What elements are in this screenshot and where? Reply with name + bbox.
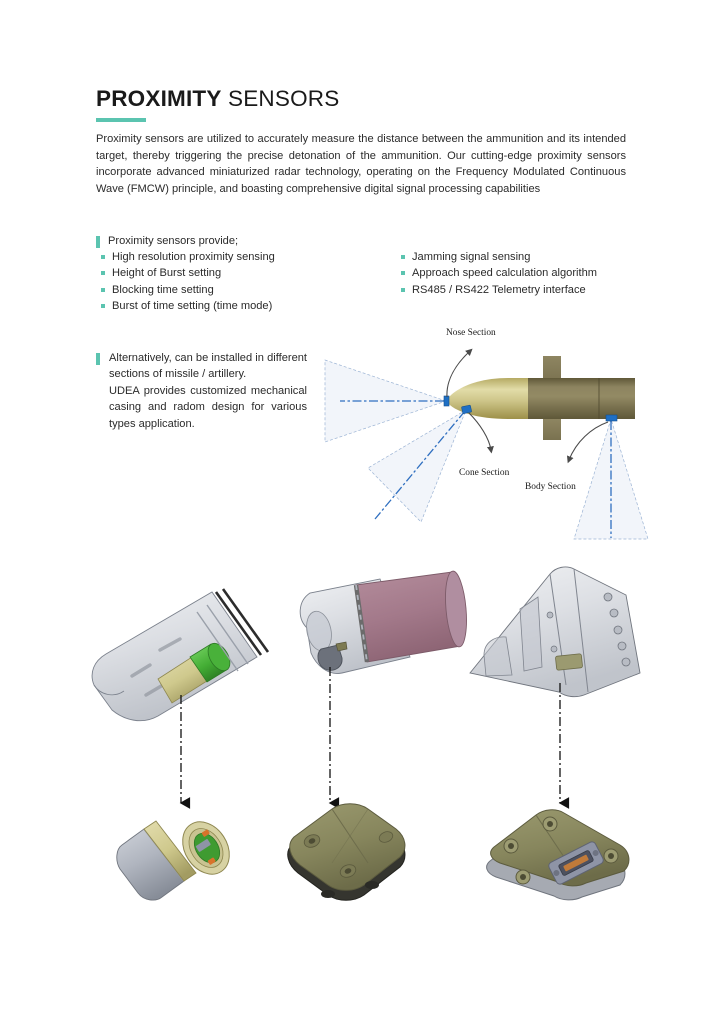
missile-nose bbox=[446, 378, 528, 419]
cone-sensor-marker bbox=[461, 404, 472, 414]
nose-beam-cone bbox=[324, 359, 448, 443]
page-title: PROXIMITY SENSORS bbox=[96, 86, 636, 122]
list-item: Blocking time setting bbox=[96, 282, 275, 298]
features-list-right: Jamming signal sensing Approach speed ca… bbox=[396, 249, 597, 298]
list-item: RS485 / RS422 Telemetry interface bbox=[396, 282, 597, 298]
title-accent-rule bbox=[96, 118, 146, 122]
sensor-variants-figure bbox=[80, 545, 680, 905]
body-leader-line bbox=[566, 421, 609, 464]
list-item: Jamming signal sensing bbox=[396, 249, 597, 265]
list-item: High resolution proximity sensing bbox=[96, 249, 275, 265]
page-title-strong: PROXIMITY bbox=[96, 86, 222, 111]
alternative-paragraph-1: Alternatively, can be installed in diffe… bbox=[109, 352, 307, 381]
intro-paragraph: Proximity sensors are utilized to accura… bbox=[96, 133, 626, 195]
missile-fin bbox=[543, 356, 561, 440]
features-heading: Proximity sensors provide; bbox=[96, 233, 238, 249]
connector-port bbox=[548, 841, 604, 885]
cone-sensor-module-render bbox=[287, 803, 406, 901]
cone-leader-line bbox=[468, 412, 494, 454]
body-sensor-marker bbox=[605, 414, 618, 422]
features-list-left: High resolution proximity sensing Height… bbox=[96, 249, 275, 315]
page-title-text: PROXIMITY SENSORS bbox=[96, 86, 636, 112]
body-beam-cone bbox=[573, 417, 649, 540]
list-item: Burst of time setting (time mode) bbox=[96, 298, 275, 314]
nose-cone-assembly-render bbox=[91, 588, 270, 809]
list-item: Height of Burst setting bbox=[96, 265, 275, 281]
body-sensor-module-render bbox=[486, 809, 630, 901]
body-section-label: Body Section bbox=[525, 482, 576, 492]
page-title-light: SENSORS bbox=[221, 86, 340, 111]
missile-section-diagram: Nose Section Cone Section Body Section bbox=[318, 320, 668, 550]
list-item: Approach speed calculation algorithm bbox=[396, 265, 597, 281]
nose-section-label: Nose Section bbox=[446, 328, 496, 338]
body-fin-assembly-render bbox=[469, 566, 641, 809]
cone-section-label: Cone Section bbox=[459, 468, 510, 478]
nose-sensor-marker bbox=[443, 395, 450, 407]
missile-body bbox=[528, 378, 635, 419]
cone-cylinder-assembly-render bbox=[299, 570, 467, 809]
alternative-paragraph-2: UDEA provides customized mechanical casi… bbox=[109, 384, 307, 430]
alternative-install-block: Alternatively, can be installed in diffe… bbox=[96, 350, 307, 432]
cone-beam-cone bbox=[367, 409, 467, 523]
nose-sensor-module-render bbox=[116, 820, 230, 901]
nose-leader-line bbox=[446, 348, 473, 398]
